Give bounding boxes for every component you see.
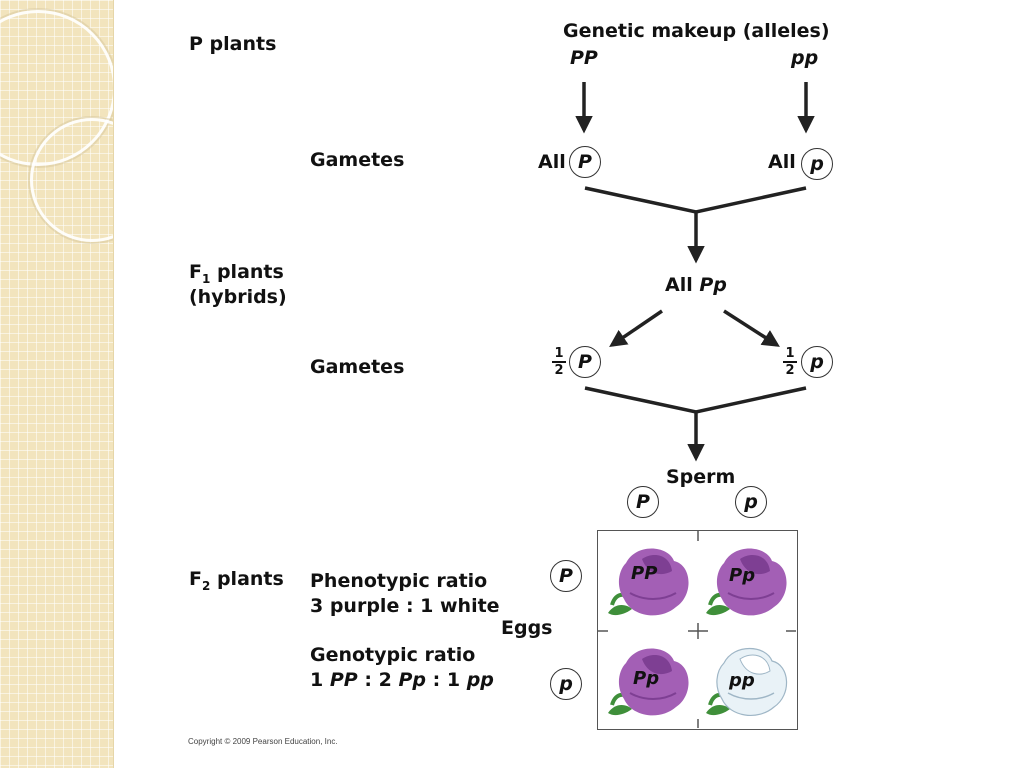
punnett-square: PP Pp Pp pp [597,530,798,730]
phenotypic-ratio-title: Phenotypic ratio [310,570,488,592]
purple-flower-icon [608,548,689,616]
arrow-f1-to-right-gamete [723,309,780,347]
gametes-label-2: Gametes [310,356,405,378]
white-flower-icon [706,648,788,716]
punnett-grid [598,531,796,728]
punnett-cell-pp-hybrid-top: Pp [729,565,756,586]
decorative-sidebar [0,0,114,768]
f1-genotype: All Pp [665,274,727,296]
genotypic-ratio-title: Genotypic ratio [310,644,476,666]
f1-gamete-circle-right: p [801,346,833,378]
all-label-left: All [538,151,566,173]
sperm-circle-dominant: P [627,486,659,518]
purple-flower-icon [608,648,689,716]
punnett-cell-pp-recessive: pp [729,670,755,691]
gametes-label-1: Gametes [310,149,405,171]
parent-genotype-right: pp [791,47,819,69]
f2-plants-label: F2 plants [189,568,284,593]
f1-plants-label: F1 plants [189,261,284,286]
merge-lines-1 [584,186,807,214]
phenotypic-ratio-value: 3 purple : 1 white [310,595,500,617]
hybrids-label: (hybrids) [189,286,287,308]
eggs-label: Eggs [501,617,553,639]
sperm-circle-recessive: p [735,486,767,518]
sperm-label: Sperm [666,466,736,488]
f1-gamete-circle-left: P [569,346,601,378]
merge-lines-2 [584,386,807,414]
gamete-allele-circle-right: p [801,148,833,180]
egg-circle-dominant: P [550,560,582,592]
p-plants-label: P plants [189,33,277,55]
punnett-cell-pp-dominant: PP [631,563,658,584]
all-label-right: All [768,151,796,173]
egg-circle-recessive: p [550,668,582,700]
punnett-cell-pp-hybrid-bottom: Pp [633,668,660,689]
genotypic-ratio-value: 1 PP : 2 Pp : 1 pp [310,669,494,691]
copyright-notice: Copyright © 2009 Pearson Education, Inc. [188,737,338,746]
genetic-makeup-title: Genetic makeup (alleles) [563,20,830,42]
parent-genotype-left: PP [570,47,598,69]
gamete-allele-circle-left: P [569,146,601,178]
purple-flower-icon [706,548,787,616]
arrow-f1-to-left-gamete [609,309,663,347]
